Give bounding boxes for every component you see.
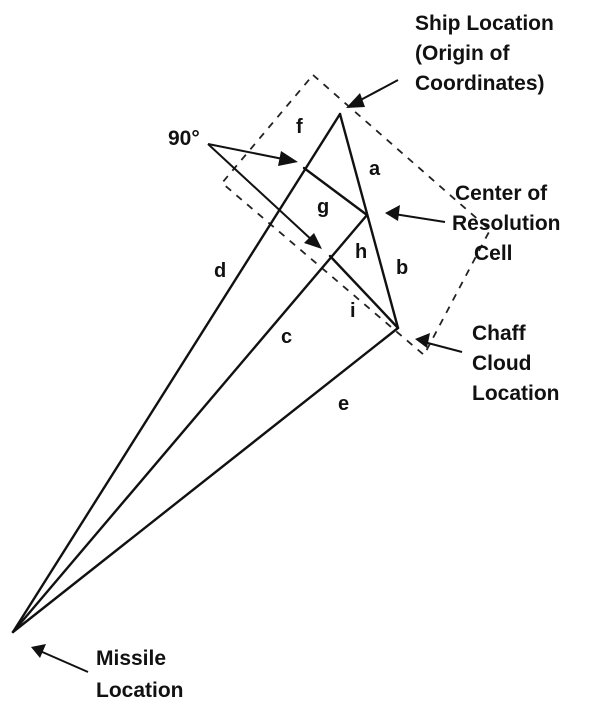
center-cell-label: Center of Resolution Cell <box>452 182 566 265</box>
center-arrowhead <box>385 205 400 221</box>
segment-label-c: c <box>281 326 292 348</box>
center-callout-arrow <box>393 213 446 223</box>
missile-callout-arrow <box>39 650 89 673</box>
ray-e <box>11 326 400 634</box>
angle-arrowhead-upper <box>278 151 298 166</box>
chaff-callout-arrow <box>423 341 463 353</box>
resolution-cell-box <box>220 73 492 357</box>
segment-ab <box>338 112 400 330</box>
segment-label-g: g <box>317 196 329 218</box>
perp-g <box>302 166 369 217</box>
missile-location-label: Missile Location <box>96 647 184 702</box>
ship-arrowhead <box>346 93 365 108</box>
segment-label-h: h <box>355 241 367 263</box>
segment-label-a: a <box>369 158 381 180</box>
angle-pointer-upper <box>207 143 289 161</box>
angle-arrowhead-lower <box>304 233 322 249</box>
segment-label-e: e <box>338 393 349 415</box>
angle-label: 90° <box>168 127 200 150</box>
perp-h <box>328 254 400 330</box>
chaff-arrowhead <box>415 333 430 348</box>
ship-location-label: Ship Location (Origin of Coordinates) <box>415 12 560 95</box>
segment-label-f: f <box>296 116 303 138</box>
segment-label-d: d <box>214 260 226 282</box>
ray-d <box>11 112 342 634</box>
ray-c <box>11 213 369 634</box>
segment-label-b: b <box>396 257 408 279</box>
chaff-cloud-label: Chaff Cloud Location <box>472 322 560 405</box>
missile-arrowhead <box>31 644 46 658</box>
segment-label-i: i <box>350 300 356 322</box>
angle-pointer-lower <box>207 143 315 243</box>
